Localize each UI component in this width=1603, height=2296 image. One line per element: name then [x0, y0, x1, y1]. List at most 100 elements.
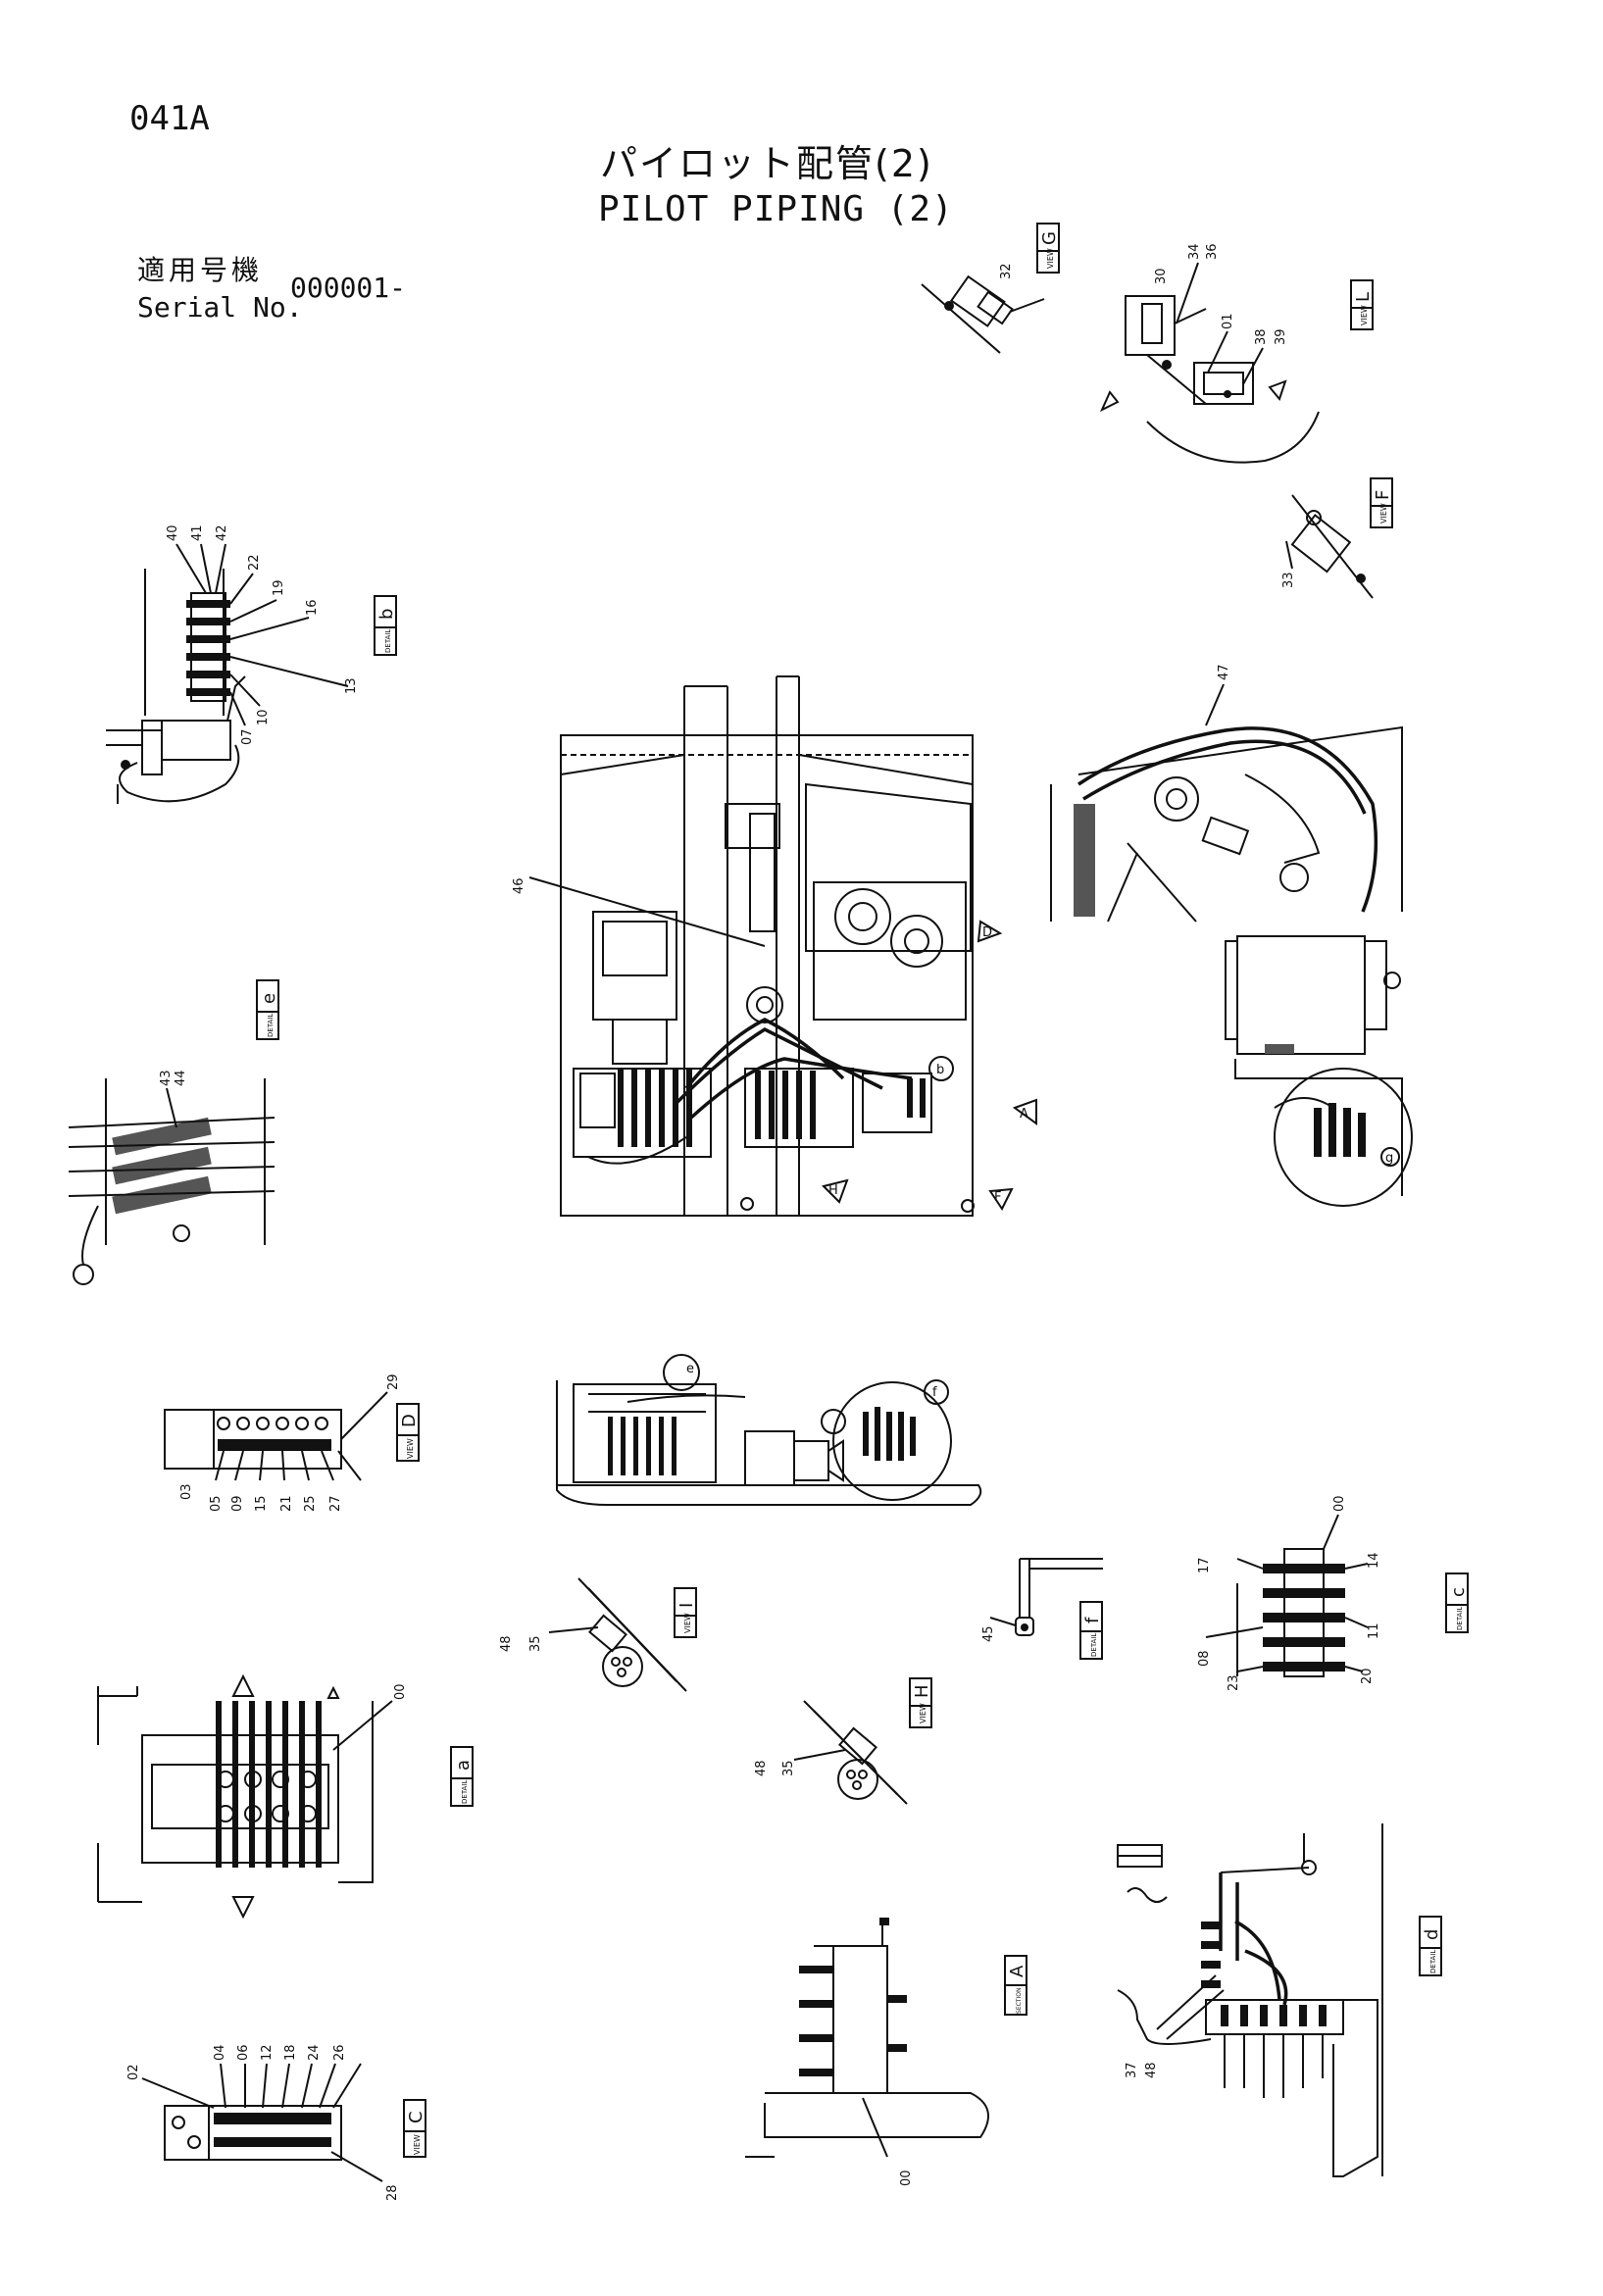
svg-text:27: 27: [328, 1495, 343, 1512]
svg-text:28: 28: [385, 2184, 400, 2201]
svg-text:DETAIL: DETAIL: [384, 629, 392, 653]
svg-text:00: 00: [1332, 1495, 1347, 1512]
svg-text:25: 25: [303, 1495, 318, 1512]
part-label: 32: [999, 263, 1014, 279]
svg-text:46: 46: [512, 877, 526, 894]
svg-text:10: 10: [256, 709, 271, 725]
detail-d: 37 48 DETAIL d: [1117, 1823, 1442, 2177]
svg-text:DETAIL: DETAIL: [1456, 1607, 1464, 1630]
svg-text:42: 42: [215, 524, 229, 541]
svg-text:21: 21: [279, 1495, 294, 1512]
svg-text:17: 17: [1197, 1557, 1212, 1573]
svg-text:c: c: [1448, 1587, 1469, 1597]
svg-text:29: 29: [386, 1373, 401, 1390]
detail-f: 45 DETAIL f: [981, 1558, 1103, 1660]
svg-text:18: 18: [283, 2044, 298, 2061]
view-boom-side: 47: [1050, 664, 1403, 923]
detail-c: 17 08 23 00 14 11 20 DETAIL c: [1197, 1495, 1469, 1691]
svg-text:02: 02: [126, 2064, 141, 2080]
detail-e: DETAIL e 43 44: [68, 979, 279, 1285]
svg-text:VIEW: VIEW: [1360, 305, 1369, 325]
svg-text:F: F: [1373, 490, 1393, 500]
title-japanese: パイロット配管(2): [600, 142, 933, 185]
serial-number-value: 000001-: [290, 272, 407, 304]
svg-text:C: C: [406, 2111, 426, 2123]
svg-text:a: a: [453, 1760, 474, 1771]
svg-text:11: 11: [1367, 1622, 1381, 1639]
svg-text:A: A: [1020, 1107, 1028, 1122]
svg-text:35: 35: [528, 1635, 543, 1652]
svg-text:48: 48: [1144, 2062, 1159, 2078]
svg-text:04: 04: [213, 2044, 227, 2061]
svg-text:VIEW: VIEW: [413, 2134, 422, 2155]
svg-text:33: 33: [1281, 572, 1296, 588]
svg-text:26: 26: [332, 2044, 347, 2061]
svg-text:39: 39: [1274, 328, 1288, 345]
svg-text:b: b: [376, 609, 397, 620]
svg-text:08: 08: [1197, 1650, 1212, 1667]
svg-text:VIEW: VIEW: [919, 1703, 927, 1723]
svg-text:37: 37: [1125, 2062, 1139, 2078]
svg-text:VIEW: VIEW: [1379, 503, 1388, 524]
svg-text:44: 44: [174, 1070, 188, 1086]
svg-text:15: 15: [254, 1495, 269, 1512]
svg-text:01: 01: [1221, 313, 1235, 329]
view-c: 02 04 06 12 18 24 26 28 VIEW C: [126, 2044, 426, 2201]
svg-text:I: I: [676, 1603, 697, 1608]
svg-text:34: 34: [1187, 243, 1202, 260]
view-center-side: e f: [556, 1354, 982, 1506]
view-i: 48 35 VIEW I: [499, 1577, 697, 1692]
svg-text:45: 45: [981, 1625, 996, 1642]
svg-text:47: 47: [1217, 664, 1231, 680]
svg-text:09: 09: [230, 1495, 245, 1512]
svg-text:DETAIL: DETAIL: [1429, 1950, 1437, 1973]
serial-label-japanese: 適用号機: [137, 254, 264, 286]
view-letter: G: [1039, 231, 1060, 245]
svg-text:e: e: [686, 1362, 694, 1376]
svg-text:H: H: [912, 1684, 932, 1698]
svg-text:VIEW: VIEW: [683, 1613, 692, 1633]
title-english: PILOT PIPING (2): [598, 189, 954, 229]
svg-text:D: D: [399, 1414, 420, 1427]
svg-text:F: F: [994, 1190, 1001, 1205]
svg-text:24: 24: [307, 2044, 322, 2061]
svg-text:40: 40: [166, 524, 180, 541]
svg-text:g: g: [1385, 1151, 1393, 1166]
svg-text:06: 06: [236, 2044, 251, 2061]
svg-text:20: 20: [1360, 1668, 1375, 1684]
svg-text:00: 00: [899, 2170, 914, 2186]
svg-text:22: 22: [247, 554, 262, 571]
svg-text:41: 41: [190, 524, 205, 541]
svg-text:DETAIL: DETAIL: [1090, 1633, 1098, 1657]
svg-text:DETAIL: DETAIL: [461, 1780, 469, 1804]
view-l: 30 34 36 01 38 39 VIEW L: [1099, 243, 1374, 464]
svg-text:H: H: [828, 1183, 838, 1198]
svg-text:07: 07: [240, 728, 255, 745]
svg-text:VIEW: VIEW: [406, 1438, 415, 1459]
svg-text:00: 00: [393, 1683, 408, 1700]
svg-text:D: D: [982, 925, 992, 940]
detail-a: 00 DETAIL a: [97, 1673, 474, 1920]
svg-text:16: 16: [305, 599, 320, 616]
svg-text:L: L: [1353, 292, 1374, 302]
svg-text:14: 14: [1367, 1552, 1381, 1569]
svg-text:35: 35: [781, 1760, 796, 1776]
view-tank-detail: g: [1225, 935, 1413, 1207]
svg-text:f: f: [932, 1385, 937, 1400]
svg-text:30: 30: [1154, 268, 1169, 284]
detail-b: 40 41 42 22 19 16 13 10 07 DETAIL b: [106, 524, 397, 804]
svg-text:A: A: [1007, 1965, 1027, 1977]
view-g: 32 VIEW G: [921, 223, 1060, 354]
svg-text:48: 48: [754, 1760, 769, 1776]
page-code: 041A: [129, 99, 210, 138]
view-d: 03 05 09 15 21 25 27 29 VIEW D: [164, 1373, 420, 1512]
serial-label-english: Serial No.: [137, 291, 303, 324]
svg-text:b: b: [936, 1063, 944, 1077]
svg-text:19: 19: [272, 579, 286, 596]
svg-text:13: 13: [344, 677, 359, 694]
svg-text:03: 03: [179, 1483, 194, 1500]
main-plan-view: 46 b A H F D: [512, 675, 1037, 1217]
view-h: 48 35 VIEW H: [754, 1677, 932, 1805]
svg-text:48: 48: [499, 1635, 514, 1652]
